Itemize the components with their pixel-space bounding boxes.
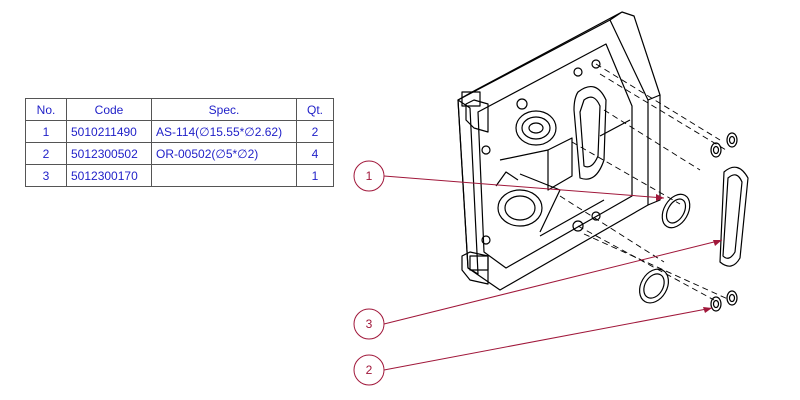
table-row: 3 5012300170 1 — [25, 164, 334, 187]
balloon-1 — [353, 160, 385, 192]
valve-plate — [457, 11, 661, 291]
small-o-rings-upper — [710, 132, 738, 158]
balloon-label-1: 1 — [366, 169, 373, 183]
row-spec: AS-114(∅15.55*∅2.62) — [151, 120, 297, 143]
balloon-2 — [353, 354, 385, 386]
oval-seal — [719, 166, 749, 267]
center-lines — [559, 63, 731, 301]
leaders — [353, 160, 723, 386]
arrowhead-3 — [713, 240, 722, 246]
o-ring-as114-upper — [661, 193, 691, 229]
balloon-label-2: 2 — [366, 363, 373, 377]
row-no: 3 — [25, 164, 67, 187]
balloon-3 — [353, 308, 385, 340]
row-spec: OR-00502(∅5*∅2) — [151, 142, 297, 165]
small-o-rings-lower — [710, 290, 738, 312]
leader-line-3 — [383, 239, 723, 325]
arrowhead-2 — [703, 307, 712, 313]
bom-table: No. Code Spec. Qt. 1 5010211490 AS-114(∅… — [25, 98, 334, 187]
leader-line-2 — [383, 307, 713, 371]
arrowhead-1 — [656, 194, 664, 201]
balloon-label-3: 3 — [366, 317, 373, 331]
row-qt: 1 — [296, 164, 334, 187]
header-no: No. — [25, 98, 67, 121]
arrowheads — [656, 194, 722, 313]
o-ring-as114-lower — [638, 268, 670, 304]
leader-line-1 — [383, 175, 665, 199]
row-code: 5012300170 — [66, 164, 152, 187]
